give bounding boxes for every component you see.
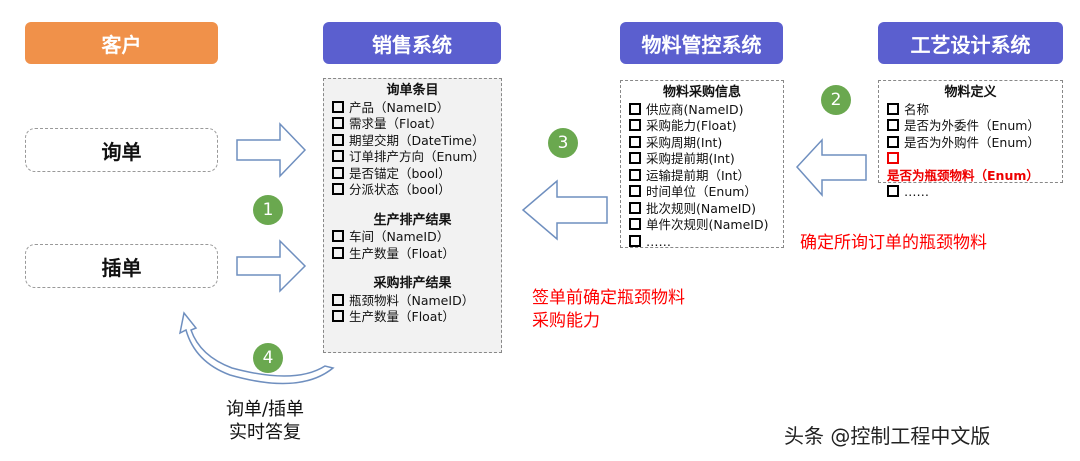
- section-title: 采购排产结果: [373, 276, 452, 291]
- list-item: ……: [887, 184, 1054, 201]
- step-badge-1: 1: [253, 195, 283, 225]
- inquiry-box: 询单: [25, 128, 218, 172]
- section-title: 物料采购信息: [662, 85, 741, 100]
- list-item-highlighted: 是否为瓶颈物料（Enum）: [887, 151, 1054, 184]
- material-panel: 物料采购信息 供应商(NameID) 采购能力(Float) 采购周期(Int)…: [620, 80, 784, 251]
- list-item: 生产数量（Float）: [332, 246, 493, 263]
- step-badge-3: 3: [548, 128, 578, 158]
- list-item: 采购周期(Int): [629, 135, 775, 152]
- reply-note: 询单/插单 实时答复: [200, 398, 330, 444]
- reply-note-line2: 实时答复: [229, 422, 301, 443]
- sales-panel: 询单条目 产品（NameID） 需求量（Float） 期望交期（DateTime…: [323, 78, 502, 353]
- list-item: 名称: [887, 102, 1054, 119]
- list-item: 运输提前期（Int）: [629, 168, 775, 185]
- header-craft-system: 工艺设计系统: [878, 22, 1063, 64]
- arrow-curved-reply: [178, 311, 335, 385]
- list-item: 批次规则(NameID): [629, 201, 775, 218]
- reply-note-line1: 询单/插单: [225, 399, 305, 420]
- section-title: 物料定义: [944, 85, 997, 100]
- list-item: 产品（NameID）: [332, 100, 493, 117]
- step-badge-4: 4: [253, 343, 283, 373]
- watermark: 头条 @控制工程中文版: [784, 424, 991, 448]
- list-item: ……: [629, 234, 775, 251]
- header-sales-system: 销售系统: [323, 22, 501, 64]
- arrow-left-craft-to-material: [795, 138, 867, 197]
- list-item: 是否锚定（bool）: [332, 166, 493, 183]
- list-item: 生产数量（Float）: [332, 309, 493, 326]
- bottleneck-note: 确定所询订单的瓶颈物料: [800, 233, 987, 253]
- list-item: 车间（NameID）: [332, 229, 493, 246]
- arrow-right-inquiry: [236, 122, 307, 178]
- capacity-note-line1: 签单前确定瓶颈物料: [532, 288, 685, 308]
- list-item: 期望交期（DateTime）: [332, 133, 493, 150]
- list-item: 采购能力(Float): [629, 118, 775, 135]
- list-item: 是否为外委件（Enum）: [887, 118, 1054, 135]
- insert-order-box: 插单: [25, 244, 218, 288]
- arrow-left-material-to-sales: [521, 179, 608, 241]
- header-material-system: 物料管控系统: [620, 22, 783, 64]
- list-item: 瓶颈物料（NameID）: [332, 293, 493, 310]
- list-item: 单件次规则(NameID): [629, 217, 775, 234]
- header-customer: 客户: [25, 22, 218, 64]
- list-item: 订单排产方向（Enum）: [332, 149, 493, 166]
- section-title: 生产排产结果: [373, 212, 452, 228]
- capacity-note-line2: 采购能力: [532, 311, 600, 331]
- list-item: 需求量（Float）: [332, 116, 493, 133]
- list-item: 供应商(NameID): [629, 102, 775, 119]
- list-item: 是否为外购件（Enum）: [887, 135, 1054, 152]
- section-title: 询单条目: [386, 83, 439, 98]
- list-item: 分派状态（bool）: [332, 182, 493, 199]
- step-badge-2: 2: [821, 85, 851, 115]
- list-item: 采购提前期(Int): [629, 151, 775, 168]
- craft-panel: 物料定义 名称 是否为外委件（Enum） 是否为外购件（Enum） 是否为瓶颈物…: [878, 80, 1063, 199]
- arrow-right-insert: [236, 239, 307, 293]
- list-item: 时间单位（Enum）: [629, 184, 775, 201]
